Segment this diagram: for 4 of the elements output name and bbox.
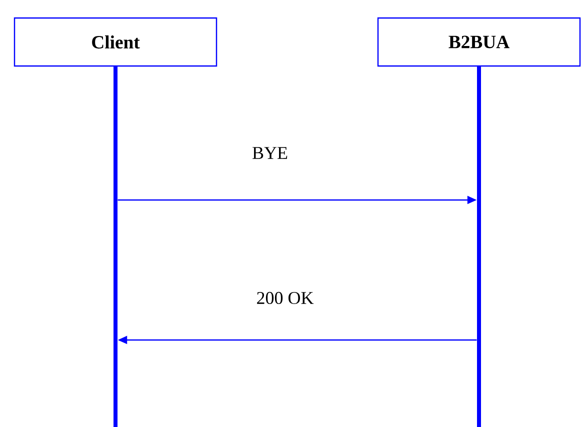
- message-label: 200 OK: [257, 292, 314, 304]
- message-label: BYE: [252, 147, 288, 159]
- participant-box: Client: [14, 17, 218, 67]
- participant-box: B2BUA: [377, 17, 581, 67]
